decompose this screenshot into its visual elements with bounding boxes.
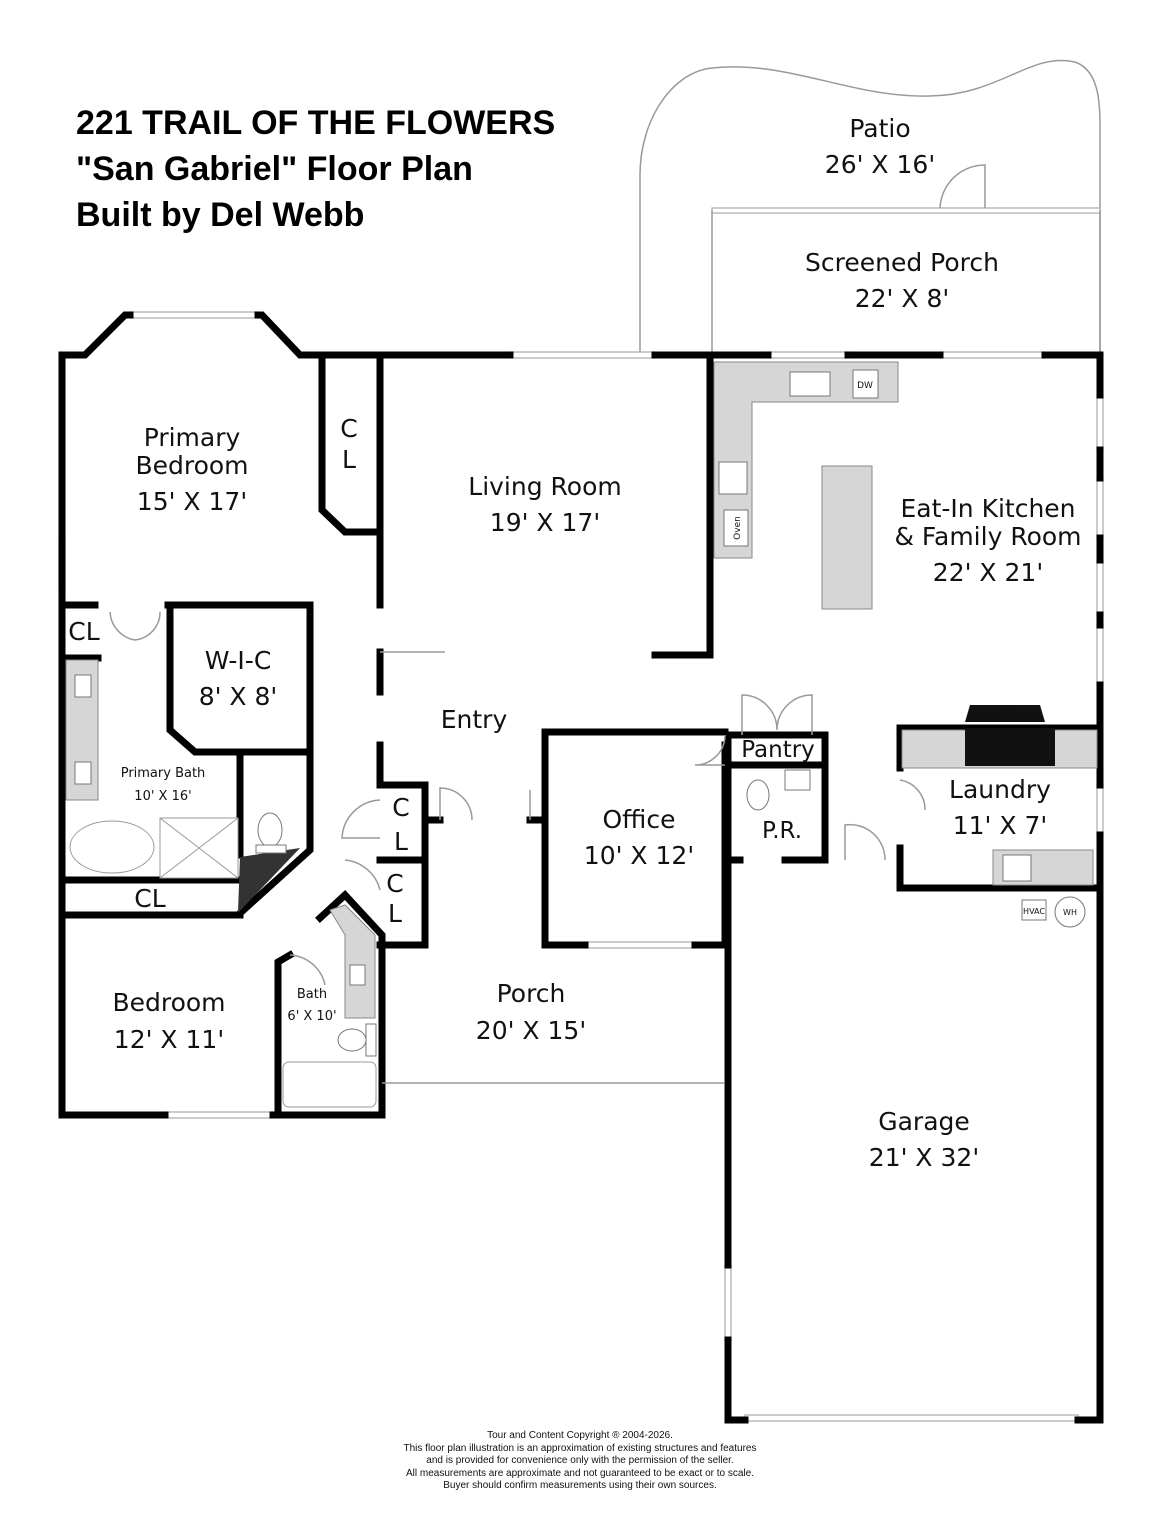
hall-closet-label: CL: [134, 884, 165, 913]
bath-name: Bath: [297, 987, 327, 1002]
title-address: 221 TRAIL OF THE FLOWERS: [76, 104, 556, 142]
entry-name: Entry: [441, 705, 508, 734]
laundry-size: 11' X 7': [953, 811, 1047, 840]
bedroom-size: 12' X 11': [114, 1025, 224, 1054]
kitchen-name: Eat-In Kitchen: [900, 494, 1075, 523]
dishwasher: [852, 369, 879, 399]
primary-bedroom-size: 15' X 17': [137, 487, 247, 516]
oven-label: Oven: [733, 516, 743, 540]
living-room-name: Living Room: [468, 472, 621, 501]
garage-size: 21' X 32': [869, 1143, 979, 1172]
disclaimer: Tour and Content Copyright ® 2004-2026. …: [330, 1430, 830, 1493]
primary-bath-name: Primary Bath: [121, 766, 206, 781]
closet2-l: L: [394, 827, 408, 856]
footer-line2: This floor plan illustration is an appro…: [403, 1442, 757, 1454]
plan-title: 221 TRAIL OF THE FLOWERS "San Gabriel" F…: [76, 100, 555, 238]
primary-bedroom-name: Primary: [144, 423, 241, 452]
bath-fixtures: [65, 659, 811, 1108]
primary-closet-c: C: [340, 414, 357, 443]
wic-size: 8' X 8': [199, 682, 278, 711]
bath-closet-label: CL: [68, 617, 99, 646]
interior-walls: [58, 358, 1104, 1114]
fireplace-label: FP: [1005, 707, 1015, 716]
door-swings: [109, 611, 926, 986]
bedroom-name: Bedroom: [112, 988, 225, 1017]
kitchen-size: 22' X 21': [933, 558, 1043, 587]
screened-porch-size: 22' X 8': [855, 284, 949, 313]
office-size: 10' X 12': [584, 841, 694, 870]
utility-chase: [238, 848, 300, 913]
sink: [789, 371, 831, 397]
screened-porch-name: Screened Porch: [805, 248, 999, 277]
wic-name: W-I-C: [205, 646, 272, 675]
porch-size: 20' X 15': [476, 1016, 586, 1045]
exterior-walls: [58, 311, 1104, 1424]
primary-bedroom-name2: Bedroom: [135, 451, 248, 480]
laundry-fixtures: HVAC WH: [992, 849, 1094, 928]
living-room-size: 19' X 17': [490, 508, 600, 537]
screened-porch-walls: [711, 164, 1101, 355]
kitchen-name2: & Family Room: [894, 522, 1081, 551]
primary-bath-size: 10' X 16': [134, 789, 191, 804]
hvac-label: HVAC: [1023, 907, 1045, 916]
closet3-l: L: [388, 899, 402, 928]
title-plan-name: "San Gabriel" Floor Plan: [76, 150, 473, 188]
cooktop: [718, 461, 748, 495]
water-heater-label: WH: [1063, 908, 1077, 917]
footer-line4: All measurements are approximate and not…: [406, 1467, 754, 1479]
patio-name: Patio: [849, 114, 910, 143]
pantry-name: Pantry: [741, 737, 815, 763]
footer-line5: Buyer should confirm measurements using …: [443, 1480, 717, 1491]
title-builder: Built by Del Webb: [76, 196, 365, 234]
dishwasher-label: DW: [857, 381, 873, 391]
primary-closet-l: L: [342, 445, 356, 474]
office-name: Office: [603, 805, 676, 834]
bath-size: 6' X 10': [287, 1009, 336, 1024]
fireplace-wall: FP: [901, 705, 1098, 769]
garage-name: Garage: [878, 1107, 970, 1136]
oven: [723, 509, 749, 547]
footer-line3: and is provided for convenience only wit…: [426, 1455, 734, 1466]
kitchen-counters: DW Oven: [713, 361, 899, 610]
room-labels: Patio 26' X 16' Screened Porch 22' X 8' …: [68, 114, 1081, 1172]
closet2-c: C: [392, 793, 409, 822]
patio-size: 26' X 16': [825, 150, 935, 179]
closet3-c: C: [386, 869, 403, 898]
island: [821, 465, 873, 610]
powder-room-name: P.R.: [762, 818, 802, 844]
footer-copyright: Tour and Content Copyright ® 2004-2026.: [487, 1430, 673, 1441]
laundry-name: Laundry: [949, 775, 1051, 804]
porch-name: Porch: [497, 979, 566, 1008]
patio-outline: [639, 59, 1101, 355]
